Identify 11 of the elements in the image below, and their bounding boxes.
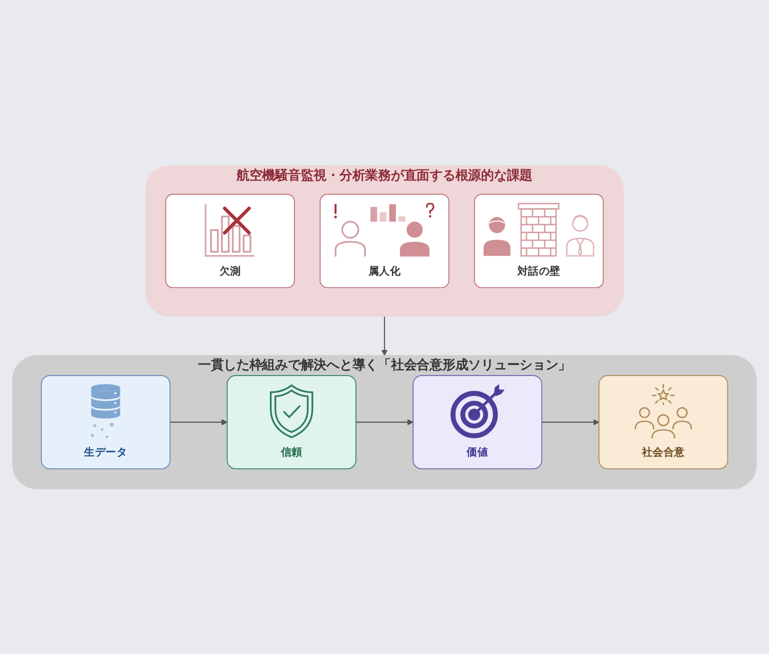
node-box: 欠測	[165, 194, 295, 288]
node-box: 属人化	[320, 194, 450, 288]
node-box: 社会合意	[598, 374, 728, 469]
arrow	[356, 418, 414, 426]
arrow	[542, 418, 600, 426]
node-box: 信頼	[226, 374, 356, 469]
node-box: 生データ	[40, 374, 170, 469]
arrow	[170, 418, 228, 426]
node-box: 対話の壁	[474, 194, 604, 288]
node-box: 価値	[412, 374, 542, 469]
arrow	[381, 316, 388, 356]
